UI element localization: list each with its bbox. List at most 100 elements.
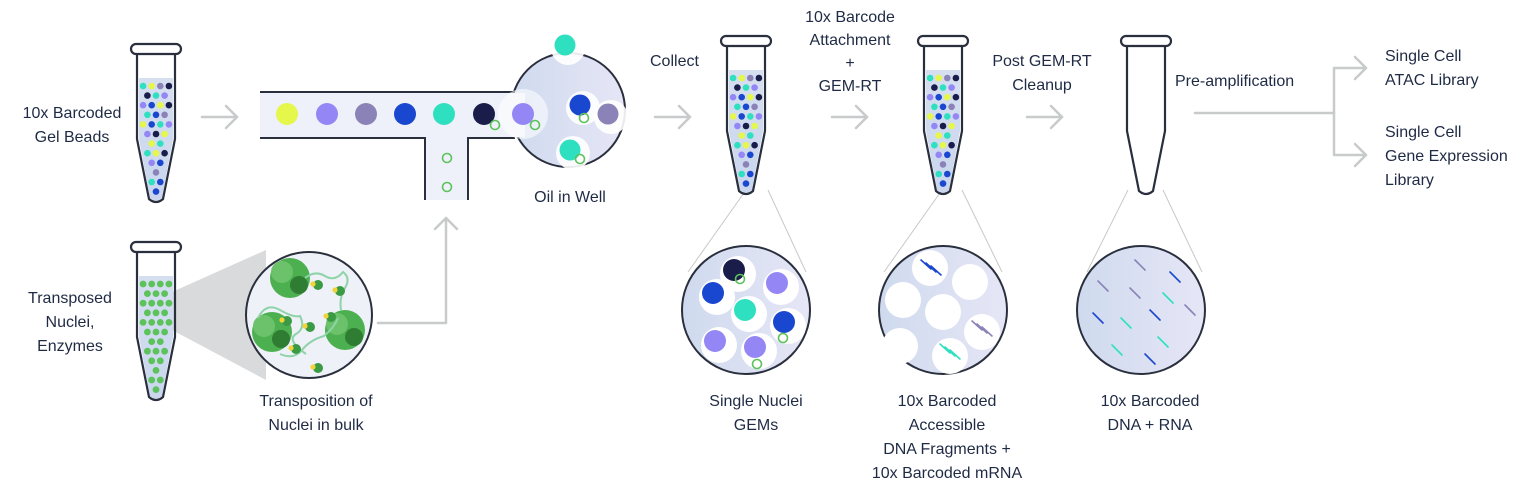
gel-bead xyxy=(152,149,160,157)
barcoded-fragment xyxy=(920,259,932,270)
transposase-enzyme xyxy=(310,364,316,370)
barcoded-molecule xyxy=(1149,309,1161,321)
gel-bead xyxy=(773,311,795,333)
gel-bead xyxy=(316,103,338,125)
gel-bead xyxy=(734,103,741,111)
gel-bead xyxy=(144,111,151,119)
gel-bead xyxy=(931,141,938,149)
nucleus-dot xyxy=(139,299,147,307)
barcoded-fragment xyxy=(925,262,937,273)
gel-bead xyxy=(747,74,754,82)
gel-bead xyxy=(161,92,168,99)
nucleus-dot xyxy=(152,328,160,336)
gel-bead xyxy=(165,121,173,128)
gel-bead xyxy=(742,84,750,91)
gel-bead xyxy=(939,141,947,149)
nucleus-dot xyxy=(161,347,169,355)
gel-bead xyxy=(433,103,455,125)
gel-bead xyxy=(734,84,741,91)
label-collect: Collect xyxy=(650,50,699,74)
label-line: DNA Fragments + xyxy=(883,441,1011,458)
nucleus-dot xyxy=(139,280,147,288)
chromatin-cluster xyxy=(271,261,293,283)
label-line: Gene Expression xyxy=(1385,148,1508,165)
gel-bead xyxy=(751,141,758,149)
label-line: Transposition of xyxy=(259,393,373,410)
label-gems: Single Nuclei GEMs xyxy=(686,390,826,438)
dna-strand xyxy=(257,306,307,355)
gel-bead xyxy=(157,82,164,90)
gel-bead xyxy=(935,74,942,82)
gel-bead xyxy=(738,74,745,82)
gel-bead xyxy=(939,161,947,168)
gel-bead xyxy=(939,84,947,91)
transposase-enzyme xyxy=(302,323,308,329)
tube-gel-beads xyxy=(129,42,183,204)
barcoded-molecule xyxy=(1157,336,1169,348)
nucleus-ring xyxy=(751,358,763,370)
gel-bead xyxy=(148,178,155,186)
nucleus-dot xyxy=(148,338,156,345)
dna-strand xyxy=(279,317,339,358)
label-nuclei: Transposed Nuclei, Enzymes xyxy=(20,287,120,359)
arrow-cleanup xyxy=(1025,104,1064,130)
label-line: ATAC Library xyxy=(1385,72,1479,89)
nucleus-dot xyxy=(165,319,173,326)
gel-bead xyxy=(944,132,951,139)
gel-bead xyxy=(766,272,788,294)
transposase-enzyme xyxy=(323,313,329,319)
gel-bead xyxy=(948,103,955,111)
nucleus-dot xyxy=(144,309,151,317)
nucleus-dot xyxy=(156,280,164,288)
droplet xyxy=(882,328,918,364)
gel-bead xyxy=(144,130,151,138)
nucleus-dot xyxy=(148,357,156,365)
nucleus-dot xyxy=(152,386,160,393)
nucleus-dot xyxy=(165,280,173,288)
gel-bead xyxy=(935,113,942,120)
gel-bead xyxy=(152,111,160,119)
zoom-line xyxy=(961,189,1003,273)
gel-bead xyxy=(559,139,581,161)
gel-bead xyxy=(935,93,942,101)
tube-cap xyxy=(916,34,970,48)
tube-cap xyxy=(1119,34,1173,48)
gel-bead xyxy=(152,188,160,195)
label-line: + xyxy=(845,55,855,72)
gel-bead xyxy=(747,113,754,120)
label-line: DNA + RNA xyxy=(1107,417,1193,434)
gel-bead xyxy=(723,259,745,281)
label-line: Nuclei in bulk xyxy=(268,417,364,434)
microfluidic-chip xyxy=(260,31,628,200)
tube-cap xyxy=(129,42,183,56)
label-line: 10x Barcoded xyxy=(22,105,122,122)
gel-bead xyxy=(742,141,750,149)
tube-liquid xyxy=(926,70,960,193)
gel-bead xyxy=(729,74,737,82)
label-line: Nuclei, xyxy=(45,314,95,331)
gel-bead xyxy=(742,122,750,130)
nucleus-ring xyxy=(529,119,541,131)
nucleus-dot xyxy=(144,347,151,355)
nucleus-ring xyxy=(489,119,501,131)
gel-bead xyxy=(952,113,960,120)
zoom-cone-nuclei xyxy=(172,250,266,380)
gel-bead xyxy=(944,113,951,120)
barcoded-molecule xyxy=(1120,317,1132,329)
gel-bead xyxy=(751,84,758,91)
nucleosome xyxy=(313,363,323,373)
gel-bead xyxy=(355,103,377,125)
gel-bead xyxy=(139,101,147,109)
gel-bead xyxy=(148,101,155,109)
gel-bead xyxy=(944,151,951,159)
label-line: Single Cell xyxy=(1385,48,1462,65)
barcoded-molecule xyxy=(1169,271,1181,283)
label-line: Gel Beads xyxy=(34,129,110,146)
nucleus-dot xyxy=(165,299,173,307)
gel-bead xyxy=(148,82,155,90)
gel-bead xyxy=(139,121,147,128)
label-line: Accessible xyxy=(908,417,986,434)
zoom-line xyxy=(687,189,747,273)
barcoded-mrna xyxy=(939,343,951,354)
